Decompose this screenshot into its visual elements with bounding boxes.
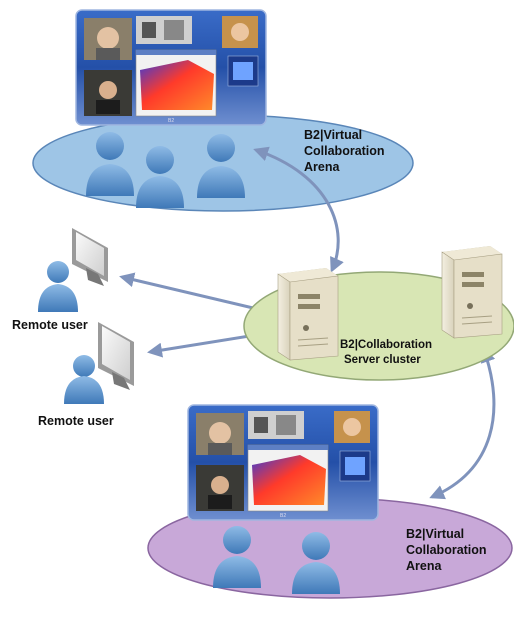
remote-user-2-label: Remote user [38,414,114,428]
participants-bottom [213,526,340,594]
server-icon [277,268,339,361]
arena-top: B2 B2|Virtual Collaboration Arena [32,9,414,212]
participants-top [86,132,245,208]
remote-user-2: Remote user [38,322,134,428]
arena-bottom: B2 B2|Virtual Collaboration Arena [147,404,513,599]
arrow-arena-top-server [253,146,344,273]
video-wall-bottom: B2 [187,404,379,521]
arena-bottom-label-2: Collaboration [406,543,487,557]
arena-top-label-3: Arena [304,160,340,174]
server-cluster-label-2: Server cluster [344,354,421,366]
arena-bottom-label-1: B2|Virtual [406,527,464,541]
monitor-icon [72,228,108,286]
person-icon [213,526,261,588]
server-cluster-label-1: B2|Collaboration [340,339,432,351]
remote-user-1-label: Remote user [12,318,88,332]
person-icon [136,146,184,208]
person-icon [86,132,134,196]
remote-user-1: Remote user [12,228,108,332]
person-icon [292,532,340,594]
svg-text:B2: B2 [280,513,286,519]
server-cluster: B2|Collaboration Server cluster [243,246,514,381]
person-icon [197,134,245,198]
arena-top-label-2: Collaboration [304,144,385,158]
video-wall-top: B2 [75,9,267,126]
arena-bottom-label-3: Arena [406,559,442,573]
person-icon [64,355,104,404]
arena-top-label-1: B2|Virtual [304,128,362,142]
monitor-icon [98,322,134,390]
server-icon [441,246,503,339]
arrow-server-remote-user-1 [119,272,271,314]
svg-text:B2: B2 [168,118,174,124]
arrow-server-arena-bottom [429,347,496,500]
person-icon [38,261,78,312]
